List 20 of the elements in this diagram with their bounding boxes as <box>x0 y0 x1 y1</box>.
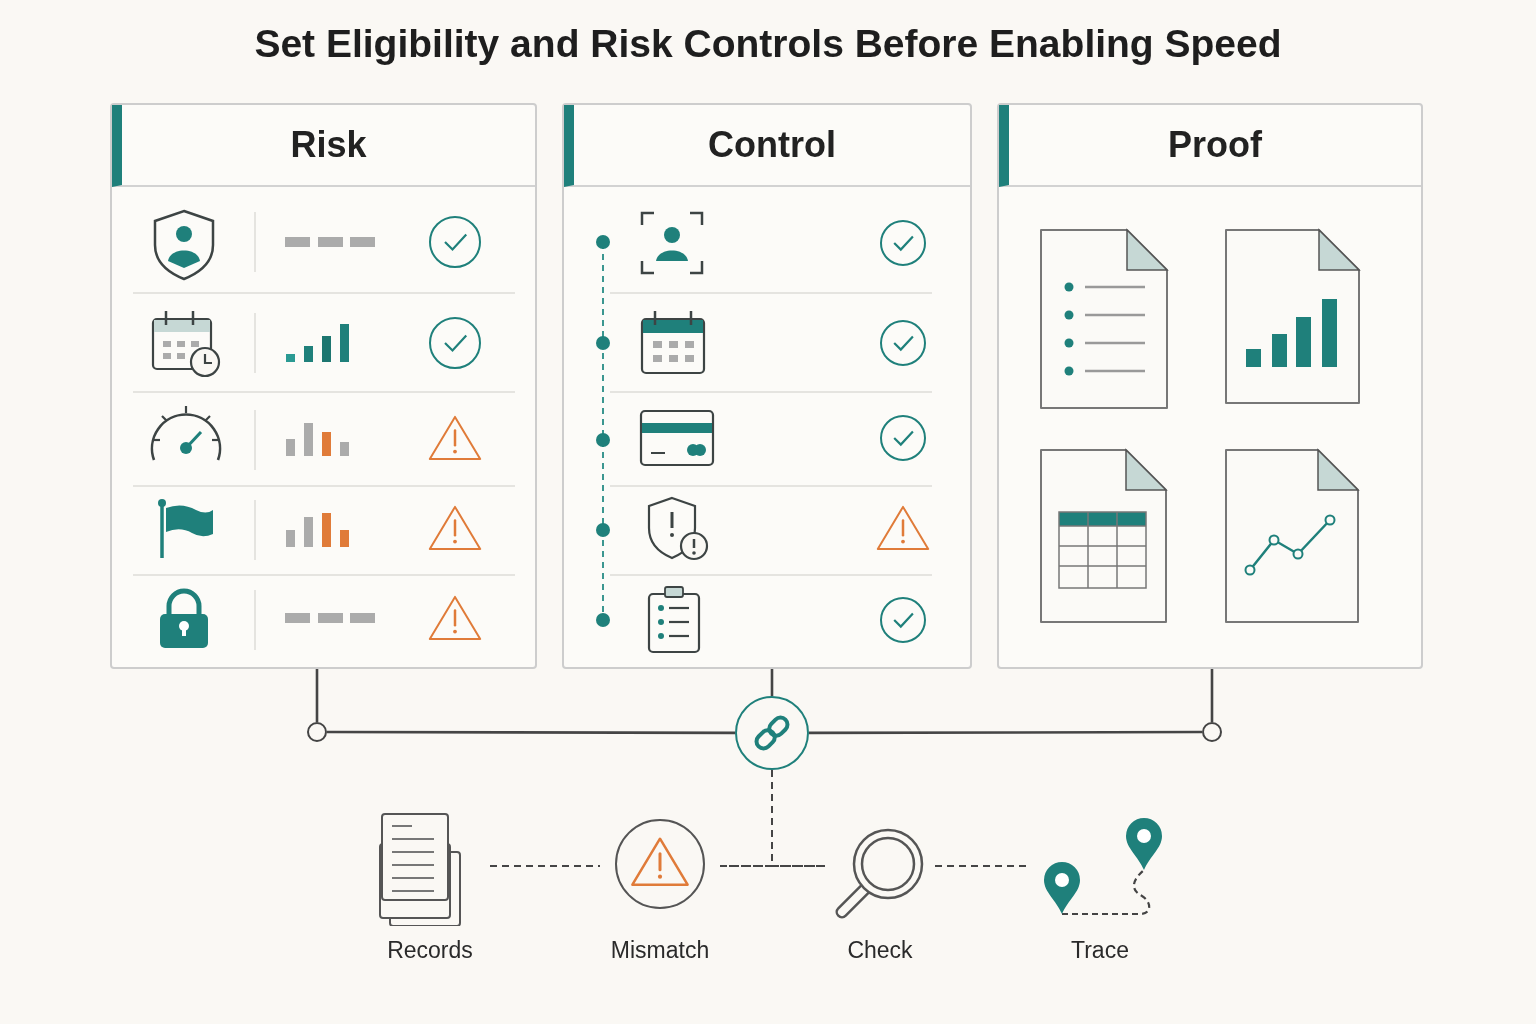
junction-circle <box>307 722 327 742</box>
panel-title: Control <box>708 124 836 166</box>
diagram-title: Set Eligibility and Risk Controls Before Enabling Speed <box>253 22 1283 66</box>
panel-title: Proof <box>1168 124 1262 166</box>
connector <box>770 669 774 696</box>
connector <box>809 730 1202 735</box>
dashed-connector <box>489 865 601 867</box>
node-label: Trace <box>1071 937 1129 964</box>
dashed-connector <box>771 769 826 867</box>
connector <box>315 669 319 722</box>
node-label: Records <box>387 937 473 964</box>
panel-title: Risk <box>290 124 367 166</box>
node-label: Check <box>847 937 913 964</box>
panel-card <box>110 103 537 669</box>
junction-circle <box>1202 722 1222 742</box>
panel-card <box>562 103 972 669</box>
node-label: Mismatch <box>610 937 710 964</box>
dashed-connector <box>719 865 826 867</box>
connector <box>327 730 735 735</box>
connector <box>1210 669 1214 722</box>
